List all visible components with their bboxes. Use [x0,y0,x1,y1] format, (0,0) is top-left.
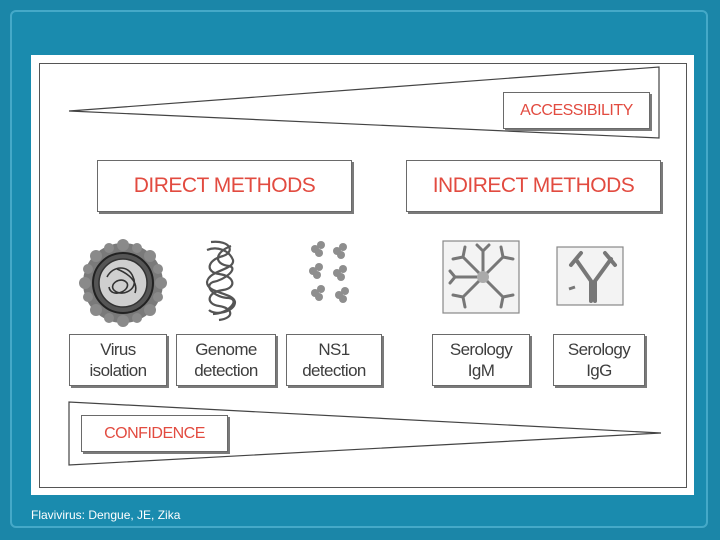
direct-methods-header: DIRECT METHODS [97,160,352,212]
method-virus-isolation: Virus isolation [69,334,167,386]
method-label-line1: Serology [449,340,513,359]
genome-icon [205,240,237,322]
method-label-line1: NS1 [318,340,350,359]
diagram-border [39,63,687,488]
slide-caption: Flavivirus: Dengue, JE, Zika [31,508,181,522]
method-label-line1: Serology [567,340,631,359]
confidence-label: CONFIDENCE [81,415,228,452]
method-label-line2: detection [194,361,258,380]
method-label-line1: Virus [100,340,136,359]
method-label-line2: IgM [467,361,495,380]
method-label-line2: IgG [586,361,612,380]
ns1-protein-icon [309,241,349,303]
igg-antibody-icon [556,246,624,306]
indirect-methods-header: INDIRECT METHODS [406,160,661,212]
accessibility-label: ACCESSIBILITY [503,92,650,129]
method-label-line1: Genome [195,340,257,359]
method-label-line2: isolation [89,361,148,380]
method-ns1-detection: NS1 detection [286,334,382,386]
igm-antibody-icon [442,240,520,314]
method-label-line2: detection [302,361,366,380]
virus-icon [79,239,167,327]
method-genome-detection: Genome detection [176,334,276,386]
diagram-panel: ACCESSIBILITY CONFIDENCE DIRECT METHODS … [31,55,694,495]
